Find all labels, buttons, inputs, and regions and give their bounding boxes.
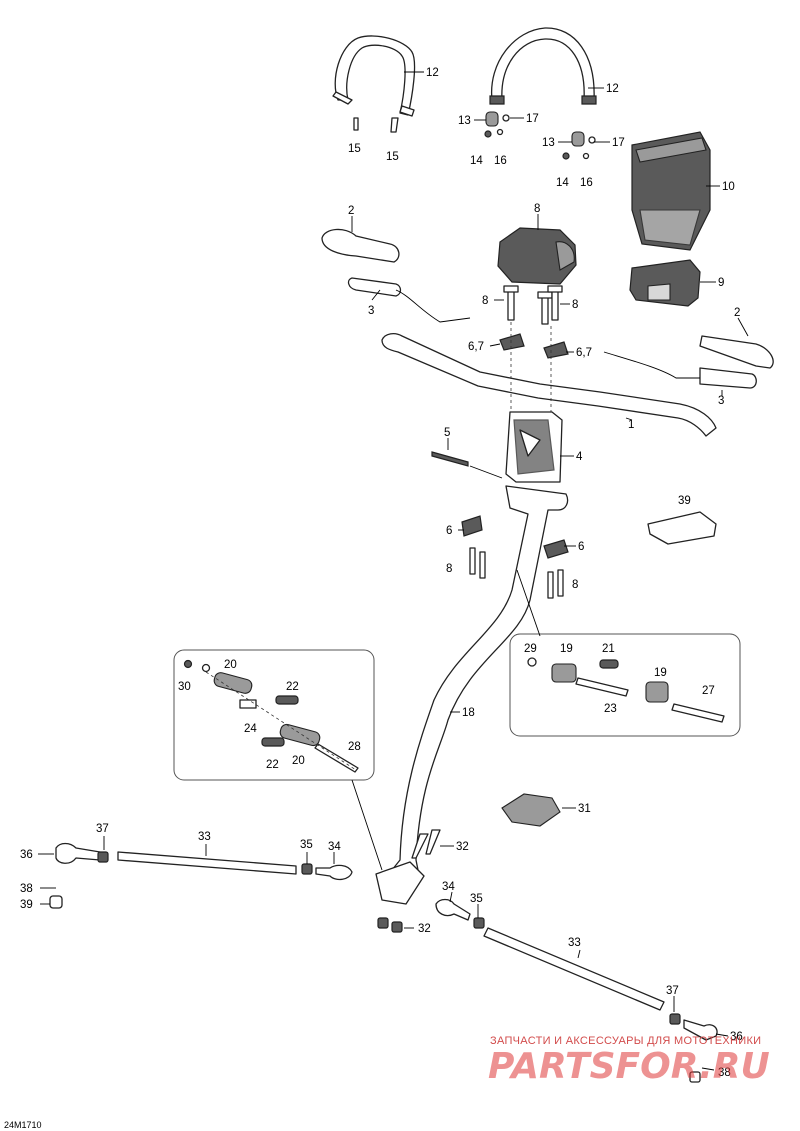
- callout-28: 30: [178, 681, 191, 693]
- callout-8b: 8: [572, 299, 578, 311]
- callout-16a: 16: [494, 155, 507, 167]
- callout-13a: 13: [458, 115, 471, 127]
- callout-38a: 39: [20, 899, 33, 911]
- handguard-left-icon: [332, 35, 416, 117]
- callout-33a: 34: [328, 841, 341, 853]
- callout-31: 32: [418, 923, 431, 935]
- callout-29: 31: [578, 803, 591, 815]
- callout-17b: 17: [612, 137, 625, 149]
- grip-right-icon: [603, 335, 774, 389]
- callout-27: 29: [524, 643, 537, 655]
- linkage-icon: [183, 659, 359, 773]
- handguard-right-icon: [489, 27, 597, 105]
- callout-25: 27: [702, 685, 715, 697]
- callout-13b: 13: [542, 137, 555, 149]
- callout-12a: 12: [426, 67, 439, 79]
- callout-leaders: [38, 71, 749, 1071]
- callout-36b: 37: [666, 985, 679, 997]
- callout-14a: 14: [470, 155, 483, 167]
- callout-24: 24: [244, 723, 257, 735]
- callout-19b: 19: [654, 667, 667, 679]
- pad-base-icon: [629, 259, 701, 307]
- callout-15a: 15: [348, 143, 361, 155]
- callout-21: 21: [602, 643, 615, 655]
- callout-10: 9: [718, 277, 724, 289]
- callout-2a: 2: [348, 205, 354, 217]
- callout-8a: 8: [482, 295, 488, 307]
- tie-rod-icon: [49, 842, 718, 1083]
- callout-14b: 14: [556, 177, 569, 189]
- callout-5: 5: [444, 427, 450, 439]
- callout-32a: 33: [198, 831, 211, 843]
- steering-column-icon: [375, 485, 569, 905]
- callout-8d: 8: [572, 579, 578, 591]
- handlebar-pad-icon: [497, 227, 577, 285]
- ball-joint-icon: [527, 657, 725, 723]
- callout-4: 4: [576, 451, 583, 463]
- callout-67a: 6,7: [468, 341, 484, 353]
- callout-2b: 2: [734, 307, 740, 319]
- callout-16b: 16: [580, 177, 593, 189]
- callout-39: 39: [678, 495, 691, 507]
- clamp-lower-icon: [461, 515, 569, 599]
- callout-34a: 35: [300, 839, 313, 851]
- callout-37b: 38: [718, 1067, 731, 1079]
- callout-23: 23: [604, 703, 617, 715]
- plate-icon: [647, 511, 717, 545]
- callout-18: 18: [462, 707, 475, 719]
- callout-17a: 17: [526, 113, 539, 125]
- callout-20a: 20: [224, 659, 237, 671]
- screw-icon: [353, 117, 399, 133]
- callout-6b: 6: [578, 541, 584, 553]
- callout-3b: 3: [718, 395, 724, 407]
- callout-36a: 37: [96, 823, 109, 835]
- callout-67b: 6,7: [576, 347, 592, 359]
- callout-34b: 35: [470, 893, 483, 905]
- callout-22b: 22: [266, 759, 279, 771]
- handlebar-cover-icon: [631, 131, 711, 251]
- callout-19a: 19: [560, 643, 573, 655]
- spacer-strip-icon: [431, 451, 469, 467]
- callout-33b: 34: [442, 881, 455, 893]
- clamp-icon: [484, 111, 596, 160]
- callout-35b: 36: [730, 1031, 743, 1043]
- watermark-logo: PARTSFOR.RU: [488, 1046, 770, 1087]
- bolt-pair-icon: [377, 829, 441, 933]
- bolt-icon: [503, 285, 563, 325]
- callout-6a: 6: [446, 525, 452, 537]
- callout-32b: 33: [568, 937, 581, 949]
- riser-block-icon: [505, 411, 563, 483]
- grip-icon: [321, 228, 471, 323]
- callout-20b: 20: [292, 755, 305, 767]
- callout-26: 28: [348, 741, 361, 753]
- callout-9: 8: [534, 203, 540, 215]
- callout-labels: 12 12 15 15 13 17 14 16 13 17 14 16 10 9…: [20, 67, 743, 1079]
- watermark-caption: ЗАПЧАСТИ И АКСЕССУАРЫ ДЛЯ МОТОТЕХНИКИ: [490, 1035, 761, 1047]
- callout-37a: 38: [20, 883, 33, 895]
- bumper-pad-icon: [501, 793, 561, 827]
- callout-8c: 8: [446, 563, 452, 575]
- inset-box-left: [173, 649, 375, 781]
- callout-3a: 3: [368, 305, 374, 317]
- drawing-code: 24M1710: [4, 1120, 42, 1130]
- inset-box-right: [509, 633, 741, 737]
- callout-11: 10: [722, 181, 735, 193]
- callout-30: 32: [456, 841, 469, 853]
- handlebar-icon: [381, 333, 717, 437]
- callout-22a: 22: [286, 681, 299, 693]
- callout-1: 1: [628, 419, 634, 431]
- callout-15b: 15: [386, 151, 399, 163]
- callout-12b: 12: [606, 83, 619, 95]
- clamp-top-icon: [499, 333, 569, 359]
- callout-35a: 36: [20, 849, 33, 861]
